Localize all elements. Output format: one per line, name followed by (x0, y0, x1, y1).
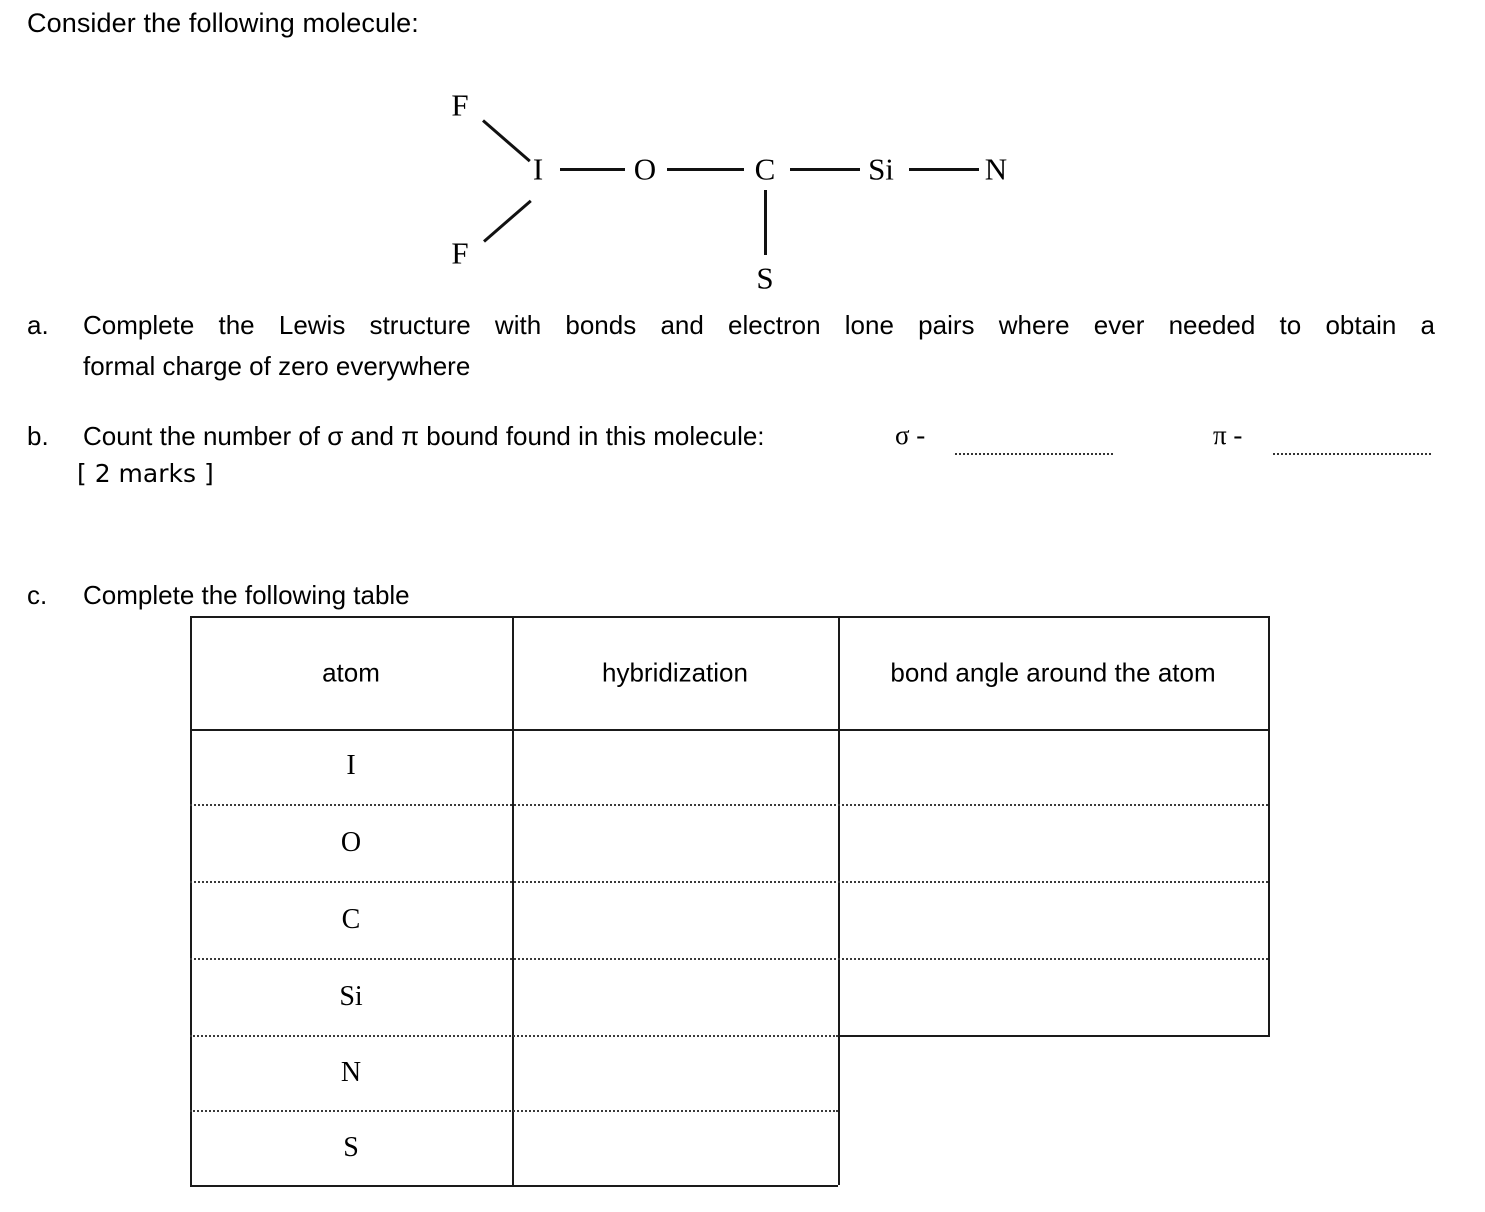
question-b-text: Count the number of σ and π bound found … (83, 421, 765, 451)
question-a-line2: formal charge of zero everywhere (83, 351, 471, 381)
question-c-text: Complete the following table (83, 580, 410, 610)
atom-silicon: Si (868, 151, 894, 187)
bond-silicon-nitrogen (909, 168, 979, 171)
table-row-separator-5 (190, 1110, 838, 1112)
bond-oxygen-carbon (667, 168, 744, 171)
table-header-hybridization: hybridization (602, 657, 748, 688)
table-row-separator-3 (190, 958, 1268, 960)
table-col-divider-1 (512, 616, 514, 1185)
table-header-bottom-border (190, 729, 1270, 731)
question-a-line1: Complete the Lewis structure with bonds … (83, 310, 1435, 340)
table-top-border (190, 616, 1270, 618)
bond-carbon-sulfur (764, 190, 767, 255)
pi-answer-blank[interactable] (1273, 452, 1431, 455)
table-row-separator-1 (190, 804, 1268, 806)
molecule-diagram: F F I O C Si N S (400, 75, 1080, 305)
intro-text: Consider the following molecule: (27, 8, 419, 38)
atom-iodine: I (532, 151, 544, 187)
table-right-border (1268, 616, 1270, 1035)
atom-nitrogen: N (984, 151, 1008, 187)
bond-fluorine-bottom-iodine (483, 199, 532, 243)
question-c-label: c. (27, 580, 48, 610)
question-b-marks: [ 2 marks ] (77, 459, 214, 488)
question-b-label: b. (27, 421, 49, 451)
table-bottom-border (190, 1185, 838, 1187)
table-col-divider-2 (838, 616, 840, 1185)
atom-fluorine-bottom: F (451, 235, 469, 271)
table-row: C (341, 904, 361, 935)
table-row-separator-4 (190, 1035, 838, 1037)
table-row-separator-2 (190, 881, 1268, 883)
table-row: S (343, 1132, 359, 1163)
table-row: Si (339, 981, 363, 1012)
bond-carbon-silicon (790, 168, 860, 171)
atom-oxygen: O (633, 151, 657, 187)
table-row: O (340, 827, 362, 858)
table-header-atom: atom (322, 657, 380, 688)
atom-carbon: C (754, 151, 776, 187)
table-col3-bottom-border (838, 1035, 1270, 1037)
table-row: I (346, 750, 356, 781)
atom-sulfur: S (756, 260, 774, 296)
table-left-border (190, 616, 192, 1185)
pi-label: π - (1213, 420, 1243, 450)
question-a-label: a. (27, 310, 49, 340)
sigma-label: σ - (895, 420, 926, 450)
atom-fluorine-top: F (451, 87, 469, 123)
bond-fluorine-top-iodine (482, 119, 531, 163)
table-header-bond-angle: bond angle around the atom (890, 657, 1216, 688)
table-row: N (340, 1057, 362, 1088)
bond-iodine-oxygen (560, 168, 625, 171)
sigma-answer-blank[interactable] (955, 452, 1113, 455)
